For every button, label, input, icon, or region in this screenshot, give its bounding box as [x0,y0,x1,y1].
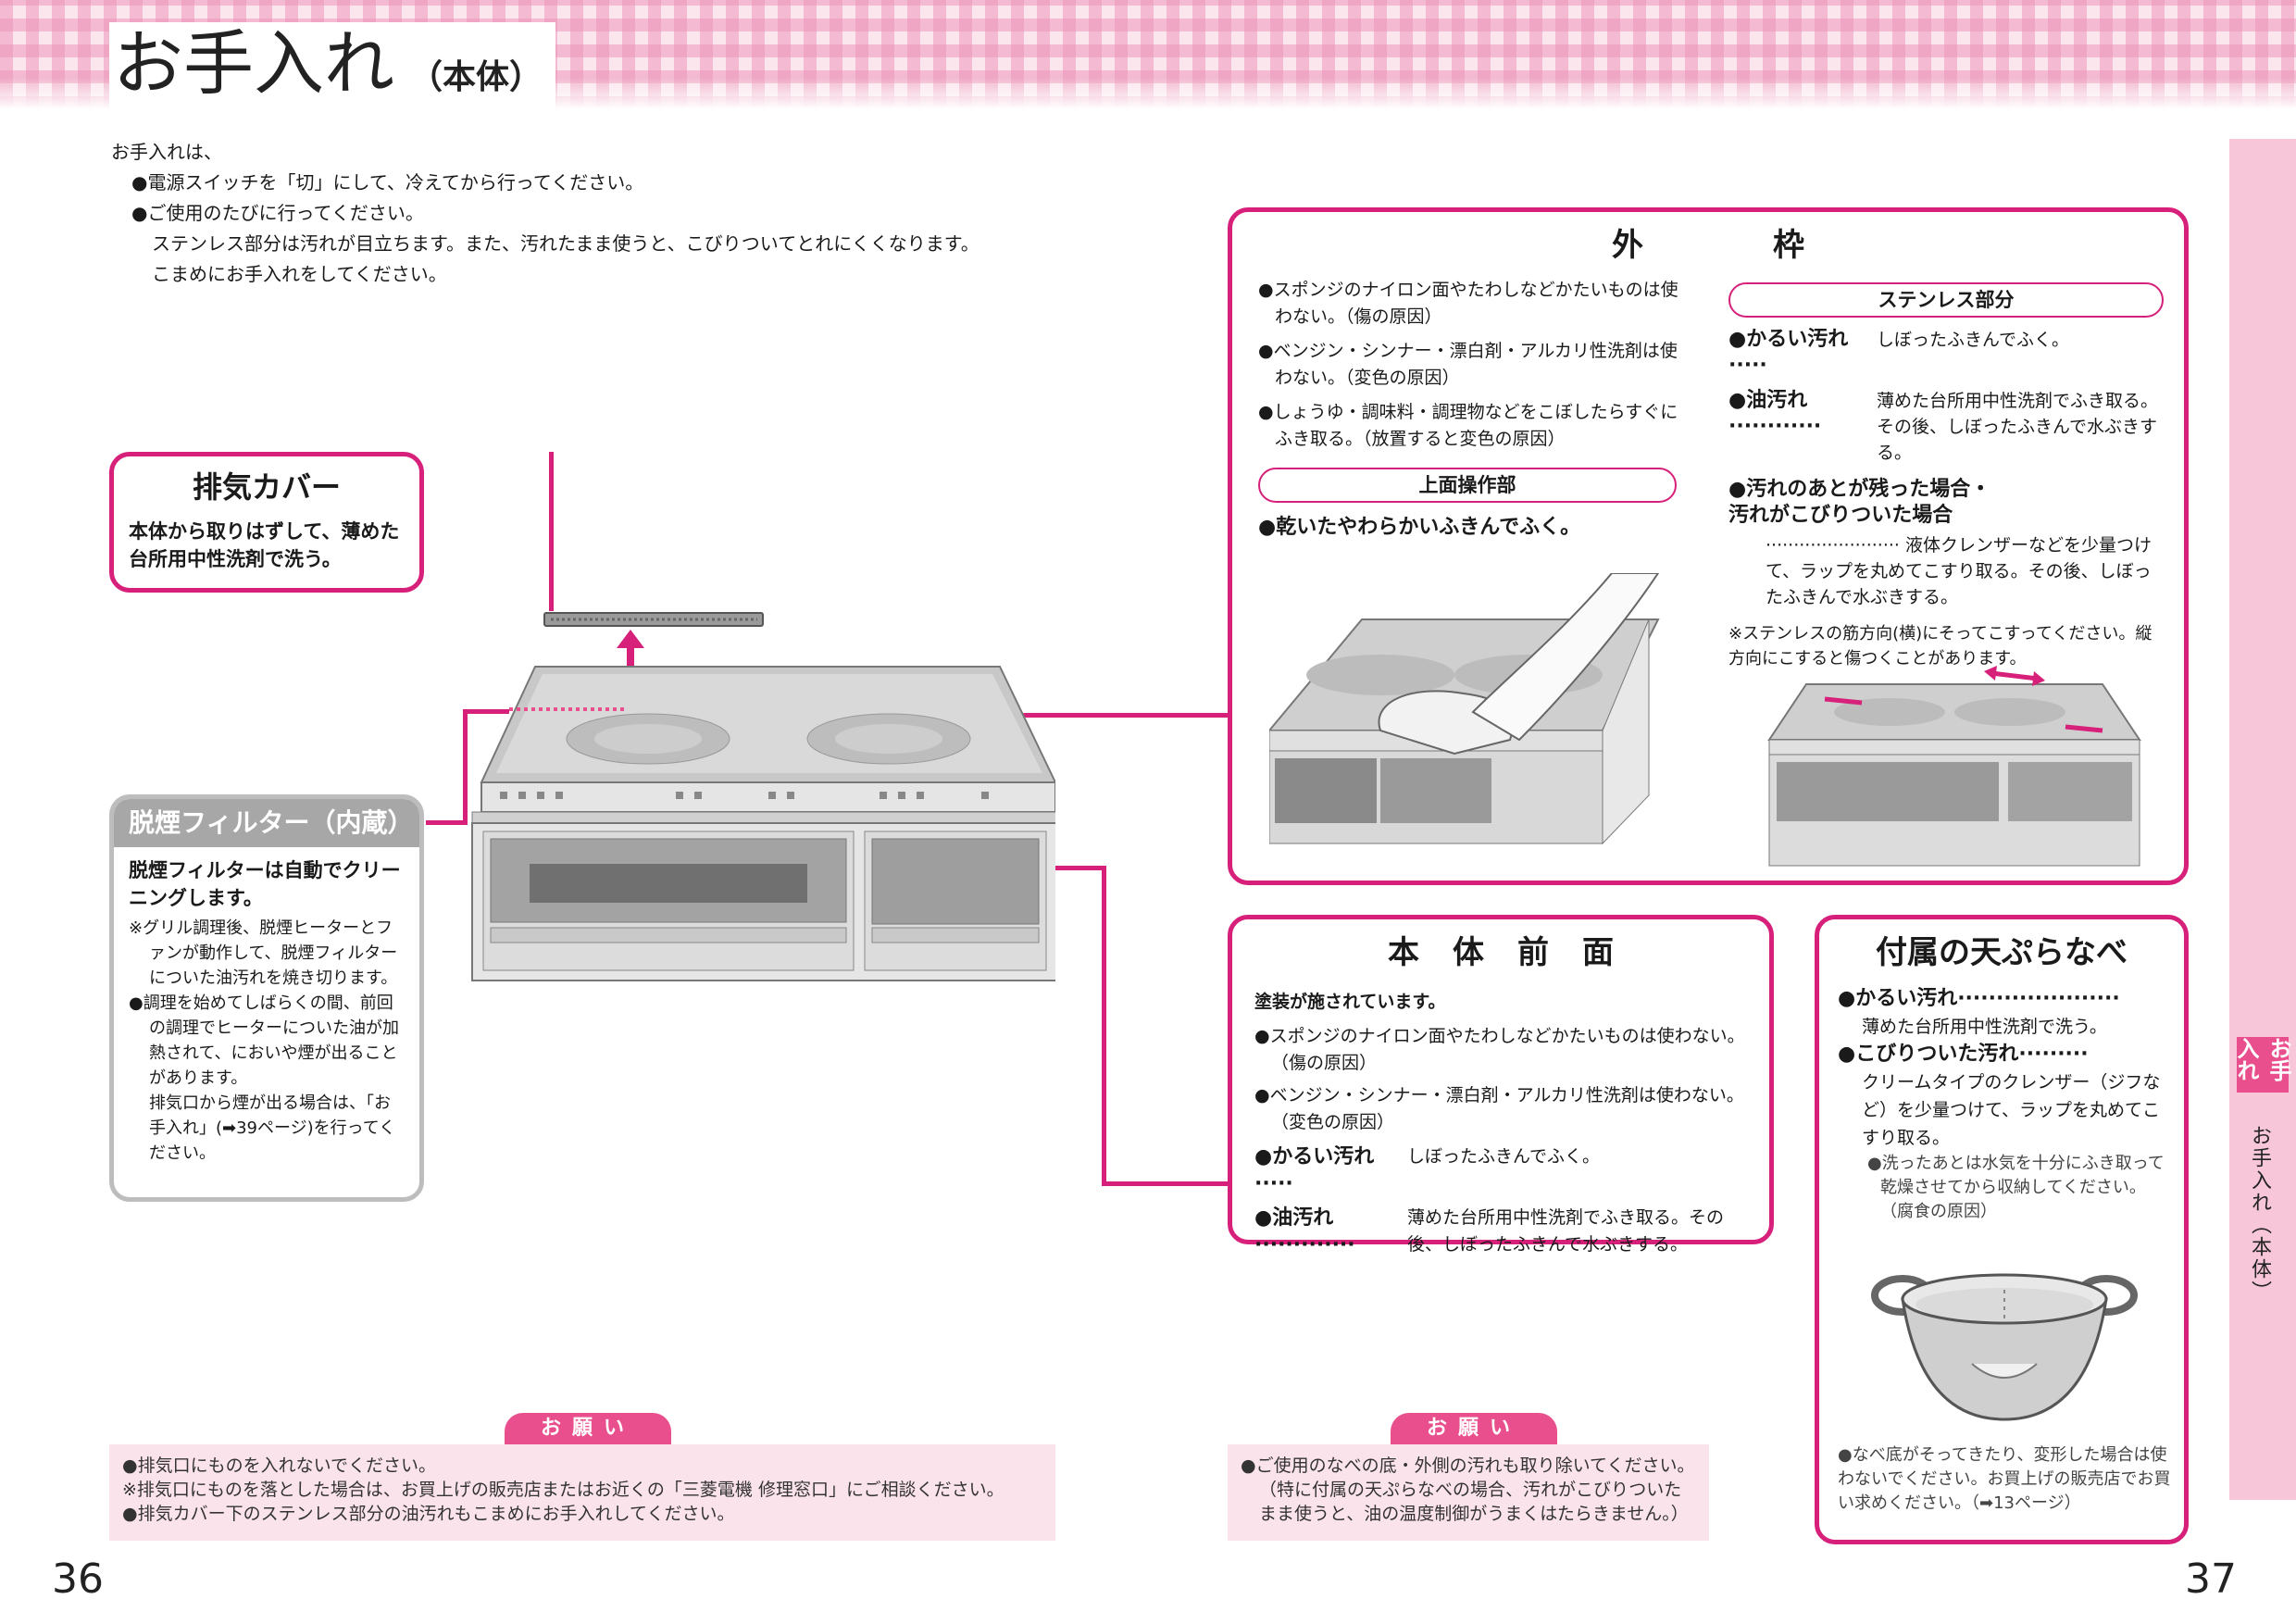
smoke-filter-note: ※グリル調理後、脱煙ヒーターとファンが動作して、脱煙フィルターについた油汚れを焼… [129,918,398,988]
oil-text: 薄めた台所用中性洗剤でふき取る。その後、しぼったふきんで水ぶきする。 [1407,1207,1725,1255]
exhaust-cover-text: 本体から取りはずして、薄めた台所用中性洗剤で洗う。 [129,520,400,570]
up-arrow-icon [617,630,644,671]
light-dirt-term: ●かるい汚れ····················· [1838,987,2120,1010]
smoke-filter-lead: 脱煙フィルターは自動でクリーニングします。 [129,859,401,909]
request-right-box: ●ご使用のなべの底・外側の汚れも取り除いてください。 （特に付属の天ぷらなべの場… [1228,1444,1709,1541]
intro-item: ●電源スイッチを「切」にして、冷えてから行ってください。 [131,171,644,194]
stuck-term: ●汚れのあとが残った場合・汚れがこびりついた場合 [1728,478,1991,527]
connector-line [1102,866,1106,1185]
stainless-pill: ステンレス部分 [1728,282,2164,318]
body-front-title: 本体前面 [1388,934,1647,971]
stuck-text: ························ 液体クレンザーなどを少量つけて… [1766,535,2152,607]
connector-line [1102,1181,1228,1186]
after-wash-note: ●洗ったあとは水気を十分にふき取って乾燥させてから収納してください。（腐食の原因… [1867,1154,2165,1221]
light-dirt-text: 薄めた台所用中性洗剤で洗う。 [1862,1017,2107,1037]
tempura-pan-note: ●なべ底がそってきたり、変形した場合は使わないでください。お買上げの販売店でお買… [1838,1445,2171,1513]
outer-frame-title: 外枠 [1612,227,1934,264]
smoke-filter-note: 排気口から煙が出る場合は、「お手入れ」(➡39ページ)を行ってください。 [149,1093,396,1163]
side-tab-label[interactable]: お手入れ [2233,1037,2291,1093]
light-dirt-term: ●かるい汚れ····· [1728,328,1849,377]
connector-line [463,709,468,825]
request-item: （特に付属の天ぷらなべの場合、汚れがこびりついたまま使うと、油の温度制御がうまく… [1259,1480,1689,1524]
intro-item: ステンレス部分は汚れが目立ちます。また、汚れたまま使うと、こびりついてとれにくく… [152,232,980,255]
exhaust-cover-box: 排気カバー 本体から取りはずして、薄めた台所用中性洗剤で洗う。 [109,452,424,593]
page-subtitle: （本体） [409,58,543,96]
outer-frame-box: 外枠 ●スポンジのナイロン面やたわしなどかたいものは使わない。（傷の原因） ●ベ… [1228,207,2189,885]
light-dirt-term: ●かるい汚れ····· [1254,1145,1375,1195]
request-item: ※排気口にものを落とした場合は、お買上げの販売店またはお近くの「三菱電機 修理窓… [122,1480,1004,1500]
caution-item: ●しょうゆ・調味料・調理物などをこぼしたらすぐにふき取る。（放置すると変色の原因… [1258,402,1678,449]
page-number-left: 36 [52,1555,104,1603]
request-label: お願い [1391,1413,1557,1444]
intro-item: ●ご使用のたびに行ってください。 [131,202,424,224]
double-arrow-icon [1984,666,2045,686]
caution-item: ●ベンジン・シンナー・漂白剤・アルカリ性洗剤は使わない。（変色の原因） [1258,341,1678,388]
request-left-box: ●排気口にものを入れないでください。 ※排気口にものを落とした場合は、お買上げの… [109,1444,1055,1541]
direction-note: ※ステンレスの筋方向(横)にそってこすってください。縦方向にこすると傷つくことが… [1728,624,2152,668]
tempura-pan-title: 付属の天ぷらなべ [1876,934,2128,971]
wiping-illustration [1269,573,1660,845]
stuck-term: ●こびりついた汚れ········· [1838,1043,2089,1066]
caution-item: ●スポンジのナイロン面やたわしなどかたいものは使わない。（傷の原因） [1254,1026,1745,1073]
side-tab-text: お手入れ（本体） [2248,1125,2271,1303]
exhaust-cover-title: 排気カバー [192,469,341,505]
intro-item: こまめにお手入れをしてください。 [152,263,447,285]
request-item: ●排気カバー下のステンレス部分の油汚れもこまめにお手入れしてください。 [122,1504,735,1524]
connector-line [1018,866,1104,870]
light-dirt-text: しぼったふきんでふく。 [1407,1146,1601,1167]
request-item: ●排気口にものを入れないでください。 [122,1455,437,1476]
connector-line [1000,713,1228,718]
oil-term: ●油汚れ············ [1728,389,1822,438]
page-number-right: 37 [2185,1555,2237,1603]
stainless-section: ステンレス部分 ●かるい汚れ····· しぼったふきんでふく。 ●油汚れ·····… [1728,282,2164,671]
request-item: ●ご使用のなべの底・外側の汚れも取り除いてください。 [1241,1455,1695,1476]
tempura-pan-box: 付属の天ぷらなべ ●かるい汚れ····················· 薄めた… [1815,915,2189,1544]
smoke-filter-note: ●調理を始めてしばらくの間、前回の調理でヒーターについた油が加熱されて、においや… [129,993,399,1088]
light-dirt-text: しぼったふきんでふく。 [1877,330,2070,350]
caution-item: ●スポンジのナイロン面やたわしなどかたいものは使わない。（傷の原因） [1258,280,1678,327]
request-label: お願い [505,1413,671,1444]
top-panel-text: ●乾いたやわらかいふきんでふく。 [1258,516,1581,539]
side-tab [2229,139,2296,1500]
cooktop-illustration [471,612,1055,981]
body-front-box: 本体前面 塗装が施されています。 ●スポンジのナイロン面やたわしなどかたいものは… [1228,915,1774,1256]
stuck-text: クリームタイプのクレンザー（ジフなど）を少量つけて、ラップを丸めてこすり取る。 [1862,1072,2161,1148]
top-panel-pill: 上面操作部 [1258,468,1677,503]
intro-block: お手入れは、 ●電源スイッチを「切」にして、冷えてから行ってください。 ●ご使用… [111,137,980,290]
outer-frame-cautions: ●スポンジのナイロン面やたわしなどかたいものは使わない。（傷の原因） ●ベンジン… [1258,277,1684,541]
oil-term: ●油汚れ············· [1254,1206,1355,1256]
smoke-filter-box: 脱煙フィルター（内蔵） 脱煙フィルターは自動でクリーニングします。 ※グリル調理… [109,794,424,1202]
caution-item: ●ベンジン・シンナー・漂白剤・アルカリ性洗剤は使わない。（変色の原因） [1254,1085,1744,1132]
oil-text: 薄めた台所用中性洗剤でふき取る。その後、しぼったふきんで水ぶきする。 [1877,391,2159,463]
connector-line [549,452,554,611]
connector-line [463,709,509,714]
connector-line [426,820,468,825]
body-front-lead: 塗装が施されています。 [1254,992,1446,1012]
stainless-direction-illustration [1767,666,2141,867]
page-title: お手入れ（本体） [109,22,556,119]
intro-heading: お手入れは、 [111,141,222,163]
smoke-filter-title: 脱煙フィルター（内蔵） [114,799,419,847]
tempura-pan-illustration [1871,1273,2138,1421]
